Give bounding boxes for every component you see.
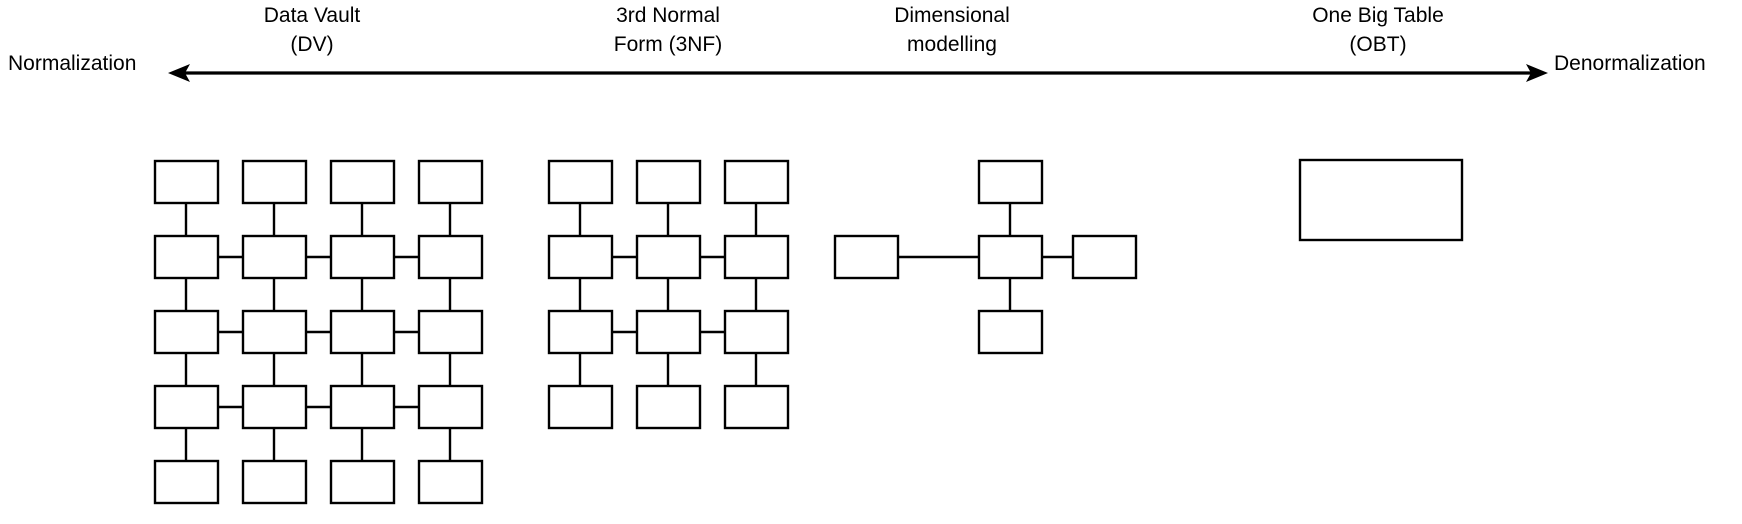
table-box [723,234,790,280]
table-box [417,234,484,280]
table-box [241,459,308,505]
table-box [329,459,396,505]
table-box [241,384,308,430]
stage-label-dimensional-modelling: Dimensional modelling [894,4,1010,56]
table-box [547,234,614,280]
table-box [153,159,220,205]
table-box [241,309,308,355]
table-box [153,234,220,280]
table-box [635,159,702,205]
arrowhead-left-icon [168,64,190,82]
stage-label-third-normal-form: 3rd Normal Form (3NF) [613,4,723,56]
stage-label-data-vault: Data Vault (DV) [263,4,361,56]
table-box [329,384,396,430]
table-box [723,159,790,205]
schema-group-one-big-table [1298,158,1464,242]
table-box [417,309,484,355]
table-box [153,384,220,430]
arrowhead-right-icon [1526,64,1548,82]
table-box [329,159,396,205]
table-box [723,384,790,430]
dim-connectors [898,203,1073,311]
schema-group-dimensional-modelling [833,159,1138,355]
table-box [723,309,790,355]
table-box [241,234,308,280]
table-box [417,459,484,505]
dimension-table-box [977,309,1044,355]
dim-boxes [833,159,1138,355]
schema-group-third-normal-form [547,159,790,430]
dimension-table-box [977,159,1044,205]
axis-label-denormalization: Denormalization [1554,52,1706,75]
table-box [547,384,614,430]
table-box [329,234,396,280]
normalization-axis-arrow [168,64,1548,82]
table-box [547,159,614,205]
table-box [153,459,220,505]
table-box [241,159,308,205]
tnf-vertical-connectors [578,203,758,386]
one-big-table-box [1298,158,1464,242]
fact-table-box [977,234,1044,280]
tnf-boxes [547,159,790,430]
table-box [417,159,484,205]
table-box [417,384,484,430]
axis-label-normalization: Normalization [8,52,137,75]
table-box [547,309,614,355]
dv-vertical-connectors [184,203,452,461]
table-box [635,234,702,280]
stage-label-one-big-table: One Big Table (OBT) [1312,4,1444,56]
table-box [153,309,220,355]
table-box [329,309,396,355]
dimension-table-box [1071,234,1138,280]
table-box [635,384,702,430]
dv-boxes [153,159,484,505]
schema-group-data-vault [153,159,484,505]
dimension-table-box [833,234,900,280]
table-box [635,309,702,355]
